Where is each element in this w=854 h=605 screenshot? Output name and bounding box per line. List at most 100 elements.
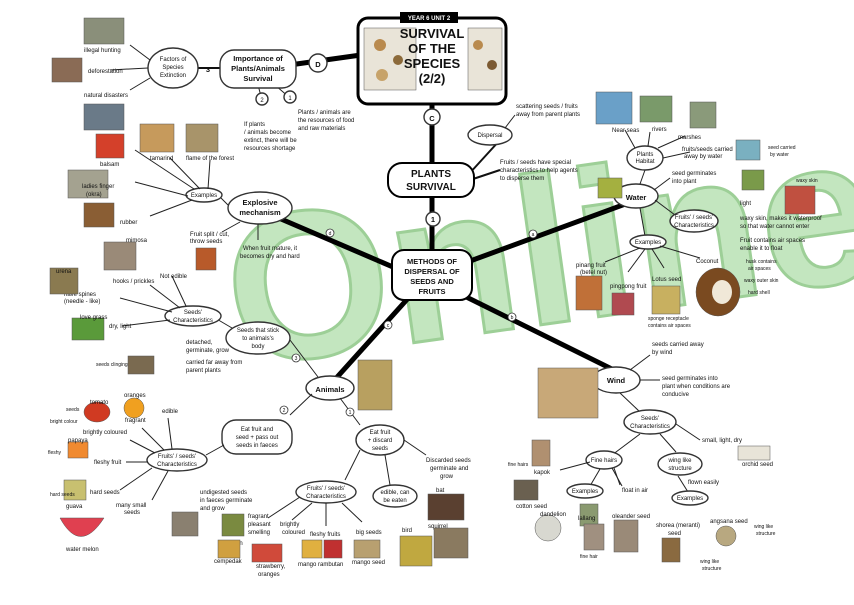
svg-text:bright colour: bright colour bbox=[50, 419, 78, 425]
svg-text:(okra): (okra) bbox=[86, 192, 102, 198]
svg-text:detached,: detached, bbox=[186, 340, 213, 346]
svg-text:Examples: Examples bbox=[572, 489, 598, 495]
svg-text:Examples: Examples bbox=[677, 496, 703, 502]
svg-text:tomato: tomato bbox=[90, 400, 109, 406]
svg-text:pleasant: pleasant bbox=[248, 522, 271, 528]
svg-text:germinate, grow: germinate, grow bbox=[186, 348, 230, 354]
svg-text:Lotus seed: Lotus seed bbox=[652, 277, 681, 283]
svg-text:urena: urena bbox=[56, 269, 72, 275]
svg-text:SURVIVAL: SURVIVAL bbox=[406, 182, 456, 193]
svg-text:structure: structure bbox=[756, 531, 776, 537]
svg-text:D: D bbox=[315, 60, 321, 69]
svg-text:Fruit split / cut,: Fruit split / cut, bbox=[190, 232, 229, 238]
svg-text:mango rambutan: mango rambutan bbox=[298, 562, 343, 568]
svg-text:seeds: seeds bbox=[372, 446, 388, 452]
svg-text:fleshy: fleshy bbox=[48, 450, 62, 456]
title-line-1: SURVIVAL bbox=[400, 26, 465, 41]
svg-text:+ discard: + discard bbox=[368, 438, 393, 444]
svg-text:If plants: If plants bbox=[244, 122, 265, 128]
unit-tag: YEAR 6 UNIT 2 bbox=[408, 16, 451, 22]
svg-text:by wind: by wind bbox=[652, 350, 672, 356]
title-box: YEAR 6 UNIT 2 SURVIVAL OF THE SPECIES (2… bbox=[356, 12, 508, 106]
svg-text:Coconut: Coconut bbox=[696, 259, 719, 265]
svg-text:shorea (meranti): shorea (meranti) bbox=[656, 523, 700, 529]
svg-text:guava: guava bbox=[66, 504, 83, 510]
svg-text:hard seeds: hard seeds bbox=[90, 490, 120, 496]
svg-text:Near seas: Near seas bbox=[612, 128, 639, 134]
number-badges: 3 2 1 bbox=[279, 353, 355, 417]
svg-text:structure: structure bbox=[702, 566, 722, 572]
svg-text:Fruits' / seeds': Fruits' / seeds' bbox=[307, 486, 345, 492]
svg-text:Eat fruit and: Eat fruit and bbox=[241, 427, 273, 433]
svg-text:seeds carried away: seeds carried away bbox=[652, 342, 704, 348]
svg-text:Examples: Examples bbox=[635, 240, 661, 246]
svg-text:PLANTS: PLANTS bbox=[411, 169, 451, 180]
svg-text:d: d bbox=[329, 231, 332, 237]
svg-text:Plants/Animals: Plants/Animals bbox=[231, 64, 285, 73]
svg-text:have spines: have spines bbox=[64, 292, 96, 298]
badge-1: 1 bbox=[425, 211, 441, 227]
importance-branch: Importance of Plants/Animals Survival 3 … bbox=[51, 17, 354, 152]
svg-text:2: 2 bbox=[283, 408, 286, 414]
svg-text:dry, light: dry, light bbox=[109, 324, 132, 330]
svg-text:fine hairs: fine hairs bbox=[508, 462, 529, 468]
svg-text:oranges: oranges bbox=[258, 572, 280, 578]
svg-text:wing like: wing like bbox=[700, 559, 719, 565]
svg-text:seed carried: seed carried bbox=[768, 145, 796, 151]
methods-node: METHODS OF DISPERSAL OF SEEDS AND FRUITS bbox=[391, 249, 473, 301]
svg-text:ladies finger: ladies finger bbox=[82, 184, 114, 190]
svg-text:seeds in faeces: seeds in faeces bbox=[236, 443, 278, 449]
svg-text:Discarded seeds: Discarded seeds bbox=[426, 458, 471, 464]
svg-text:METHODS OF: METHODS OF bbox=[407, 257, 457, 266]
water-branch: Water Plants Habitat Near seas rivers ma… bbox=[575, 91, 822, 329]
svg-text:wing like: wing like bbox=[754, 524, 773, 530]
animals-branch: Animals Seeds that stick to animals's bo… bbox=[48, 238, 471, 578]
svg-text:Characteristics: Characteristics bbox=[157, 462, 197, 468]
svg-text:brightly coloured: brightly coloured bbox=[83, 430, 127, 436]
svg-text:angsana seed: angsana seed bbox=[710, 519, 748, 525]
svg-text:FRUITS: FRUITS bbox=[418, 287, 445, 296]
svg-text:pinang fruit: pinang fruit bbox=[576, 263, 606, 269]
svg-text:tamarind: tamarind bbox=[150, 156, 173, 162]
svg-text:Importance of: Importance of bbox=[233, 54, 283, 63]
svg-text:big seeds: big seeds bbox=[356, 530, 382, 536]
svg-text:love grass: love grass bbox=[80, 315, 107, 321]
svg-text:Animals: Animals bbox=[315, 385, 344, 394]
svg-text:hooks / prickles: hooks / prickles bbox=[113, 279, 154, 285]
svg-text:away by water: away by water bbox=[684, 154, 722, 160]
svg-text:bird: bird bbox=[402, 528, 412, 534]
svg-text:to animals's: to animals's bbox=[242, 336, 274, 342]
svg-text:Fruits' / seeds': Fruits' / seeds' bbox=[158, 454, 196, 460]
svg-text:marshes: marshes bbox=[678, 135, 701, 141]
svg-text:seed: seed bbox=[668, 531, 681, 537]
svg-text:oleander seed: oleander seed bbox=[612, 514, 650, 520]
svg-text:(needle - like): (needle - like) bbox=[64, 299, 100, 305]
svg-text:Habitat: Habitat bbox=[635, 159, 654, 165]
svg-text:seed germinates into: seed germinates into bbox=[662, 376, 718, 382]
svg-text:hard shell: hard shell bbox=[748, 290, 770, 296]
svg-text:small, light, dry: small, light, dry bbox=[702, 438, 742, 444]
svg-text:(betel nut): (betel nut) bbox=[580, 270, 607, 276]
svg-text:Extinction: Extinction bbox=[160, 73, 186, 79]
svg-text:a: a bbox=[532, 232, 535, 238]
svg-text:Wind: Wind bbox=[607, 376, 626, 385]
explosive-branch: Explosive mechanism Examples balsam tama… bbox=[67, 123, 300, 271]
svg-text:cempedak: cempedak bbox=[214, 559, 243, 565]
svg-text:germinate and: germinate and bbox=[430, 466, 468, 472]
title-line-2: OF THE bbox=[408, 41, 456, 56]
svg-text:/ animals become: / animals become bbox=[244, 130, 292, 136]
svg-text:flame of the forest: flame of the forest bbox=[186, 156, 234, 162]
branch-badges: a b c d bbox=[325, 228, 538, 330]
svg-text:resources shortage: resources shortage bbox=[244, 146, 296, 152]
svg-text:Characteristics: Characteristics bbox=[173, 318, 213, 324]
svg-text:When fruit mature, it: When fruit mature, it bbox=[243, 246, 297, 252]
svg-text:in faeces germinate: in faeces germinate bbox=[200, 498, 253, 504]
svg-text:balsam: balsam bbox=[100, 162, 119, 168]
svg-text:fine hair: fine hair bbox=[580, 554, 598, 560]
svg-text:seeds clinging: seeds clinging bbox=[96, 362, 128, 368]
svg-text:water melon: water melon bbox=[65, 547, 99, 553]
svg-text:1: 1 bbox=[349, 410, 352, 416]
badge-d: D bbox=[308, 53, 328, 73]
svg-text:seeds: seeds bbox=[66, 407, 80, 413]
